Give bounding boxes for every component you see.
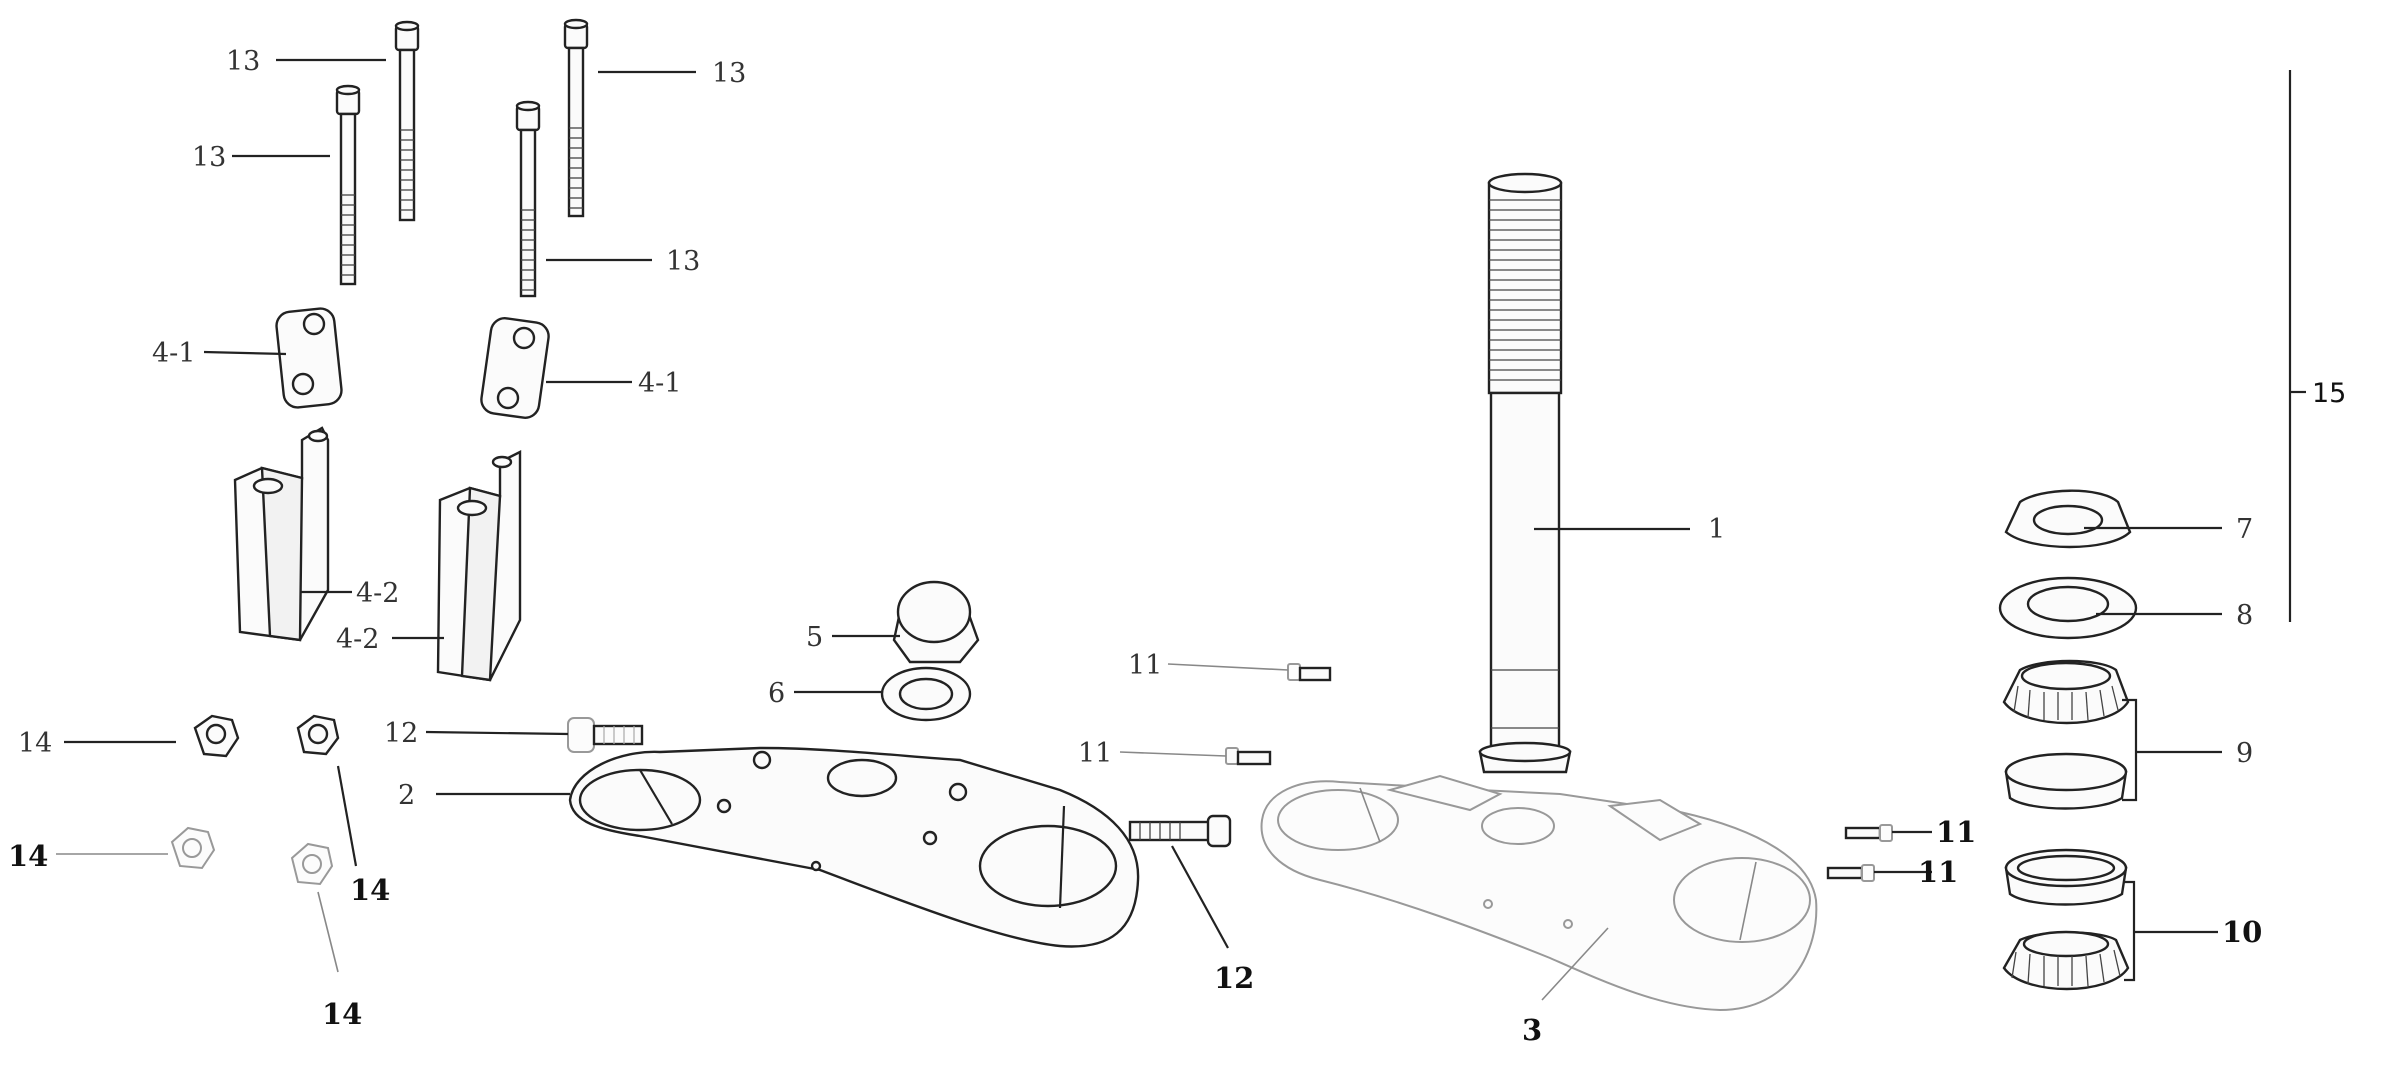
label-13-mid-right: 13 bbox=[666, 246, 700, 277]
handlebar-riser-right bbox=[436, 450, 522, 682]
label-12-upper: 12 bbox=[384, 718, 418, 749]
bearing-adjuster-nut bbox=[2004, 489, 2132, 549]
handlebar-clamp-cap-left bbox=[275, 307, 343, 409]
label-11-right-2: 11 bbox=[1918, 855, 1958, 889]
label-11-right-1: 11 bbox=[1936, 815, 1976, 849]
lower-bearing-race bbox=[2004, 848, 2128, 906]
steering-stem bbox=[1478, 172, 1572, 774]
label-14-dark-left: 14 bbox=[18, 728, 52, 759]
small-bolt-11-upper bbox=[1287, 663, 1332, 682]
lower-triple-clamp bbox=[1260, 774, 1818, 1012]
label-14-light-left: 14 bbox=[8, 839, 48, 873]
small-bolt-11-right-1 bbox=[1844, 824, 1893, 842]
label-6: 6 bbox=[768, 678, 785, 709]
handlebar-bolt-long-1 bbox=[394, 20, 420, 222]
nut-light-left bbox=[170, 826, 216, 870]
upper-bearing bbox=[2002, 659, 2130, 725]
label-4-1-right: 4-1 bbox=[638, 368, 681, 399]
handlebar-bolt-long-2 bbox=[563, 18, 589, 218]
nut-dark-right bbox=[296, 714, 340, 756]
upper-triple-clamp bbox=[568, 746, 1140, 948]
upper-bearing-race bbox=[2004, 752, 2128, 810]
label-13-top-left: 13 bbox=[226, 46, 260, 77]
label-8: 8 bbox=[2236, 600, 2253, 631]
nut-dark-left bbox=[193, 714, 240, 758]
label-14-light-right: 14 bbox=[322, 997, 362, 1031]
handlebar-bolt-long-4 bbox=[515, 100, 541, 298]
label-15: 15 bbox=[2312, 378, 2346, 409]
label-3: 3 bbox=[1522, 1013, 1542, 1047]
stem-cap-nut bbox=[892, 580, 980, 664]
label-11-upper: 11 bbox=[1128, 650, 1162, 681]
small-bolt-11-lower bbox=[1225, 747, 1272, 766]
nut-light-right bbox=[290, 842, 334, 886]
label-2: 2 bbox=[398, 780, 415, 811]
label-11-lower: 11 bbox=[1078, 738, 1112, 769]
label-10: 10 bbox=[2222, 915, 2262, 949]
label-4-1-left: 4-1 bbox=[152, 338, 195, 369]
label-7: 7 bbox=[2236, 514, 2253, 545]
label-13-mid-left: 13 bbox=[192, 142, 226, 173]
small-bolt-11-right-2 bbox=[1826, 864, 1875, 882]
label-13-top-right: 13 bbox=[712, 58, 746, 89]
handlebar-clamp-cap-right bbox=[480, 317, 550, 419]
handlebar-bolt-long-3 bbox=[335, 84, 361, 286]
label-9: 9 bbox=[2236, 738, 2253, 769]
pinch-bolt-12-upper bbox=[567, 717, 644, 753]
label-4-2-lower: 4-2 bbox=[336, 624, 379, 655]
label-14-dark-right: 14 bbox=[350, 873, 390, 907]
lower-bearing bbox=[2002, 930, 2130, 991]
pinch-bolt-12-lower bbox=[1128, 814, 1232, 848]
label-1: 1 bbox=[1708, 514, 1725, 545]
label-5: 5 bbox=[806, 622, 823, 653]
label-4-2-upper: 4-2 bbox=[356, 578, 399, 609]
label-12-lower: 12 bbox=[1214, 961, 1254, 995]
leader-lines bbox=[56, 58, 2306, 1001]
bearing-dust-seal bbox=[1998, 576, 2138, 640]
handlebar-riser-left bbox=[233, 426, 330, 642]
stem-washer bbox=[880, 666, 972, 722]
